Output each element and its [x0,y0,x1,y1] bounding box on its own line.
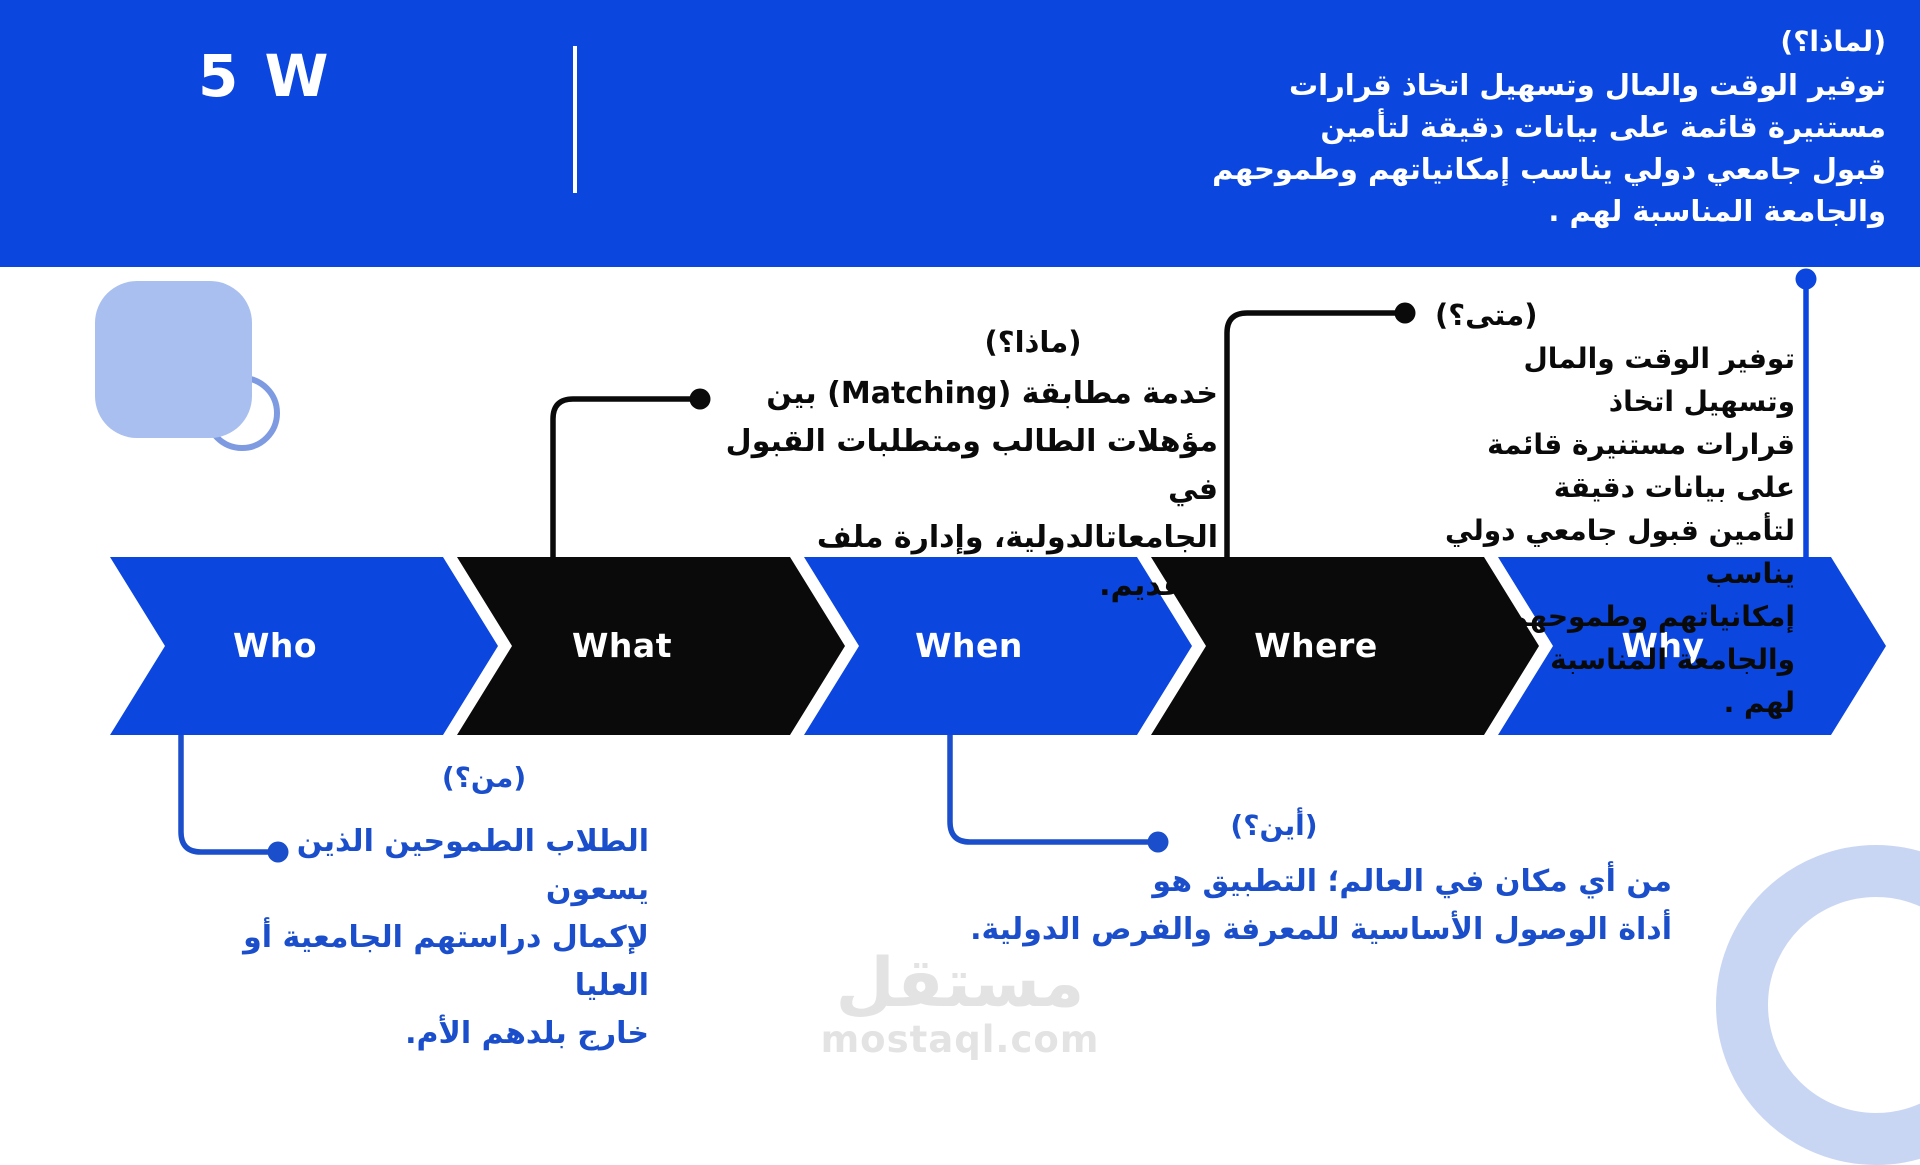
chevron-label-when: When [915,626,1023,665]
chevron-who [110,557,498,735]
text-line: لهم . [1723,686,1795,719]
text-line: لإكمال دراستهم الجامعية أو العليا [243,920,649,1003]
watermark-domain: mostaql.com [820,1018,1100,1061]
annotation-what: (ماذا؟) خدمة مطابقة (Matching) بين مؤهلات… [718,322,1218,610]
chevron-why [1498,557,1886,735]
connector-what [550,396,703,560]
text-line: توفير الوقت والمال وتسهيل اتخاذ [1523,342,1795,418]
connector-dot [1394,302,1416,324]
chevron-when [804,557,1192,735]
annotation-why: (لماذا؟) توفير الوقت والمال وتسهيل اتخاذ… [1126,20,1886,232]
text-line: والجامعة المناسبة لهم . [1548,194,1886,228]
connector-dot [1147,831,1169,853]
connector-dot [267,841,289,863]
text-line: أداة الوصول الأساسية للمعرفة والفرص الدو… [970,912,1672,947]
connector-where [947,732,1161,845]
watermark-logo: مستقل [835,944,1085,1023]
annotation-where-body: من أي مكان في العالم؛ التطبيق هو أداة الو… [932,858,1672,954]
text-line: خدمة مطابقة (Matching) بين [766,376,1218,411]
annotation-who-body: الطلاب الطموحين الذين يسعون لإكمال دراسته… [229,818,649,1058]
annotation-what-body: خدمة مطابقة (Matching) بين مؤهلات الطالب … [718,370,1218,610]
chevron-where [1151,557,1539,735]
chevron-label-where: Where [1254,626,1378,665]
annotation-why-heading: (لماذا؟) [1780,25,1886,58]
chevron-label-why: Why [1621,626,1705,665]
text-line: قبول جامعي دولي يناسب إمكانياتهم وطموحهم [1212,152,1886,186]
annotation-where-heading: (أين؟) [1230,809,1318,842]
header-divider-line [573,46,577,193]
text-line: من أي مكان في العالم؛ التطبيق هو [1152,864,1672,899]
page-title: 5 W [198,42,332,110]
chevron-label-who: Who [232,626,318,665]
watermark: مستقل mostaql.com [821,948,1100,1060]
connector-who [178,732,281,855]
decor-rounded-square [95,281,252,438]
chevron-what [457,557,845,735]
chevron-label-what: What [572,626,672,665]
connector-dot [1795,268,1817,290]
annotation-when: (متى؟) توفير الوقت والمال وتسهيل اتخاذ قر… [1435,295,1795,724]
text-line: الطلاب الطموحين الذين يسعون [296,824,649,907]
annotation-when-body: توفير الوقت والمال وتسهيل اتخاذ قرارات مس… [1435,337,1795,724]
annotation-where: (أين؟) من أي مكان في العالم؛ التطبيق هو أ… [932,806,1672,954]
connector-dot [689,388,711,410]
text-line: مؤهلات الطالب ومتطلبات القبول في [725,424,1218,507]
header-band: 5 W (لماذا؟) توفير الوقت والمال وتسهيل ا… [0,0,1920,267]
annotation-when-heading: (متى؟) [1435,298,1538,332]
text-line: لتأمين قبول جامعي دولي يناسب [1444,514,1795,590]
process-diagram [110,268,1886,863]
text-line: مستنيرة قائمة على بيانات دقيقة لتأمين [1320,110,1886,144]
annotation-what-heading: (ماذا؟) [984,325,1082,359]
connector-when [1224,310,1408,560]
text-line: خارج بلدهم الأم. [405,1016,649,1051]
annotation-who-heading: (من؟) [441,761,527,794]
annotation-who: (من؟) الطلاب الطموحين الذين يسعون لإكمال … [229,758,649,1058]
annotation-why-body: توفير الوقت والمال وتسهيل اتخاذ قرارات مس… [1126,64,1886,232]
text-line: توفير الوقت والمال وتسهيل اتخاذ قرارات [1288,68,1886,102]
text-line: الجامعاتالدولية، وإدارة ملف التقديم. [816,520,1218,603]
text-line: إمكانياتهم وطموحهم والجامعة المناسبة [1507,600,1795,676]
text-line: قرارات مستنيرة قائمة على بيانات دقيقة [1487,428,1795,504]
